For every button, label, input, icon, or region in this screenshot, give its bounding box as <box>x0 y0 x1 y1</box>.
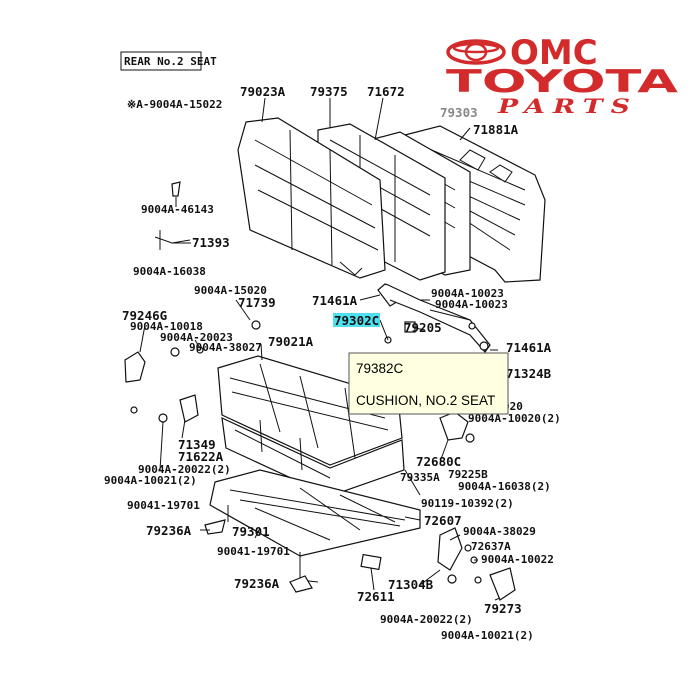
label-9004A-10022[interactable]: 9004A-10022 <box>481 553 554 566</box>
part-labels: ※A-9004A-15022 79023A 79375 71672 79303 … <box>104 84 561 642</box>
label-90119-10392[interactable]: 90119-10392(2) <box>421 497 514 510</box>
label-71349[interactable]: 71349 <box>178 437 216 452</box>
label-79205[interactable]: 79205 <box>404 320 442 335</box>
logo-line2: TOYOTA <box>446 64 678 100</box>
toyota-emblem-top-icon <box>452 42 500 54</box>
label-72611[interactable]: 72611 <box>357 589 395 604</box>
tooltip-description: CUSHION, NO.2 SEAT <box>356 393 495 408</box>
label-79302C[interactable]: 79302C <box>334 313 379 328</box>
label-71393[interactable]: 71393 <box>192 235 230 250</box>
logo-line1: OMC <box>510 33 598 73</box>
label-79335A[interactable]: 79335A <box>400 471 440 484</box>
label-79273[interactable]: 79273 <box>484 601 522 616</box>
leader-lines <box>139 97 501 601</box>
label-71739[interactable]: 71739 <box>238 295 276 310</box>
label-9004A-38027[interactable]: 9004A-38027 <box>189 341 262 354</box>
label-90041-19701-upper[interactable]: 90041-19701 <box>127 499 200 512</box>
label-9004A-10021-upper[interactable]: 9004A-10021(2) <box>104 474 197 487</box>
label-79246G[interactable]: 79246G <box>122 308 167 323</box>
label-79021A[interactable]: 79021A <box>268 334 314 349</box>
label-9004A-20022-lower[interactable]: 9004A-20022(2) <box>380 613 473 626</box>
label-72637A[interactable]: 72637A <box>471 540 511 553</box>
header-label: REAR No.2 SEAT <box>124 55 217 68</box>
tooltip-part-number: 79382C <box>356 361 404 376</box>
label-71324B[interactable]: 71324B <box>506 366 552 381</box>
logo-line3: PARTS <box>497 94 638 118</box>
label-71672[interactable]: 71672 <box>367 84 405 99</box>
seat-cushion-assembly <box>209 355 421 583</box>
label-9004A-20023[interactable]: 9004A-20023 <box>160 331 233 344</box>
tooltip-box <box>348 352 509 415</box>
label-9004A-15020[interactable]: 9004A-15020 <box>194 284 267 297</box>
highlight-79302C <box>333 313 380 327</box>
label-9004A-10018[interactable]: 9004A-10018 <box>130 320 203 333</box>
label-79303[interactable]: 79303 <box>440 105 478 120</box>
header-box <box>120 51 202 71</box>
label-9004A-10023-a[interactable]: 9004A-10023 <box>431 287 504 300</box>
label-72680C[interactable]: 72680C <box>416 454 461 469</box>
label-71304B[interactable]: 71304B <box>388 577 434 592</box>
label-9004A-16038-2[interactable]: 9004A-16038(2) <box>458 480 551 493</box>
part-tooltip: 79382C CUSHION, NO.2 SEAT <box>348 352 509 415</box>
label-9004A-16038[interactable]: 9004A-16038 <box>133 265 206 278</box>
label-9004A-20022-upper[interactable]: 9004A-20022(2) <box>138 463 231 476</box>
label-79225B[interactable]: 79225B <box>448 468 488 481</box>
label-79236A-upper[interactable]: 79236A <box>146 523 192 538</box>
label-72607[interactable]: 72607 <box>424 513 462 528</box>
label-note: ※A-9004A-15022 <box>127 98 222 111</box>
label-9004A-10023-b[interactable]: 9004A-10023 <box>435 298 508 311</box>
label-71881A[interactable]: 71881A <box>473 122 519 137</box>
label-71461A-lower[interactable]: 71461A <box>506 340 552 355</box>
label-79023A[interactable]: 79023A <box>240 84 286 99</box>
label-9004A-46143[interactable]: 9004A-46143 <box>141 203 214 216</box>
label-71461A-upper[interactable]: 71461A <box>312 293 358 308</box>
toyota-emblem-outer-icon <box>446 39 506 65</box>
label-90041-19701-lower[interactable]: 90041-19701 <box>217 545 290 558</box>
label-9004A-10020[interactable]: 9004A-10020(2) <box>468 412 561 425</box>
label-79301[interactable]: 79301 <box>232 524 270 539</box>
seat-back-assembly <box>237 117 546 283</box>
label-9004A-10021-lower[interactable]: 9004A-10021(2) <box>441 629 534 642</box>
label-9004A-38029[interactable]: 9004A-38029 <box>463 525 536 538</box>
label-79375[interactable]: 79375 <box>310 84 348 99</box>
label-79236A-lower[interactable]: 79236A <box>234 576 280 591</box>
brand-logo: OMC TOYOTA PARTS <box>446 33 678 118</box>
label-71622A[interactable]: 71622A <box>178 449 224 464</box>
